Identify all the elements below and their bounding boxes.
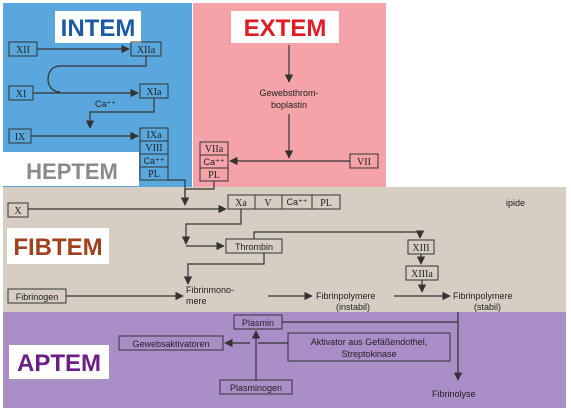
- plasminogen-text: Plasminogen: [230, 383, 282, 393]
- ca-intrinsic-1: Ca⁺⁺: [95, 99, 116, 109]
- tissue-factor-2: boplastin: [271, 100, 307, 110]
- ixa-text: IXa: [147, 130, 163, 141]
- xa-text: Xa: [235, 198, 247, 209]
- aktivator-box: [287, 332, 451, 362]
- x-box: [7, 202, 29, 218]
- viia-text: VIIa: [205, 144, 224, 155]
- xiia-text: XIIa: [137, 45, 156, 56]
- fibtem-label: FIBTEM: [13, 234, 102, 261]
- tissue-factor-1: Gewebsthrom-: [259, 88, 318, 98]
- ca-intrinsic-2: Ca⁺⁺: [143, 156, 164, 166]
- ca-common-text: Ca⁺⁺: [286, 197, 307, 207]
- fibrinpolymere-stabil-1: Fibrinpolymere: [453, 291, 513, 301]
- plasmin-text: Plasmin: [242, 318, 274, 328]
- gewebsaktivatoren-box: [118, 335, 224, 351]
- heptem-label: HEPTEM: [26, 159, 118, 184]
- x-text: X: [14, 206, 22, 217]
- pl-common-text: PL: [320, 198, 332, 209]
- fibrinogen-text: Fibrinogen: [16, 292, 59, 302]
- pl-common-box: [311, 194, 341, 210]
- intem-label-bg: [55, 11, 141, 43]
- heptem-label-bg: [3, 152, 139, 186]
- pl-extrinsic-text: PL: [208, 170, 220, 181]
- fibrinmonomere-1: Fibrinmono-: [186, 285, 234, 295]
- extem-label-bg: [231, 11, 339, 43]
- extem-label: EXTEM: [244, 15, 327, 42]
- aptem-label: APTEM: [17, 350, 101, 377]
- fibrinpolymere-instabil-2: (instabil): [336, 302, 370, 312]
- aktivator-2: Streptokinase: [341, 349, 396, 359]
- extrinsic-to-xa: [185, 181, 215, 190]
- plasminogen-box: [219, 379, 293, 395]
- fibtem-label-bg: [7, 228, 109, 264]
- vii-text: VII: [357, 157, 371, 168]
- intem-label: INTEM: [61, 15, 136, 42]
- gewebsaktivatoren-text: Gewebsaktivatoren: [132, 339, 209, 349]
- xiiia-text: XIIIa: [411, 269, 433, 280]
- xa-to-thrombin-arrow: [181, 209, 242, 245]
- xiii-text: XIII: [412, 243, 429, 254]
- thrombin-to-xiii-arrow: [253, 230, 425, 239]
- ipide-text: ipide: [506, 198, 525, 208]
- xi-text: XI: [16, 89, 27, 100]
- thrombin-text: Thrombin: [235, 242, 273, 252]
- pl-intrinsic-text: PL: [148, 169, 160, 180]
- aktivator-1: Aktivator aus Gefäßendothel,: [311, 337, 428, 347]
- xiia-loop: [47, 56, 147, 93]
- xia-text: XIa: [147, 87, 163, 98]
- fibrinmonomere-2: mere: [186, 296, 207, 306]
- fibrinpolymere-stabil-2: (stabil): [474, 302, 501, 312]
- ca-extrinsic-text: Ca⁺⁺: [203, 157, 224, 167]
- xia-down-arrow: [85, 98, 155, 129]
- thrombin-to-fibrin-arrow: [183, 253, 265, 285]
- fibrinpolymere-instabil-1: Fibrinpolymere: [316, 291, 376, 301]
- v-text: V: [264, 198, 272, 209]
- aptem-label-bg: [9, 345, 109, 379]
- xii-text: XII: [16, 45, 30, 56]
- viii-text: VIII: [145, 143, 162, 154]
- ix-text: IX: [15, 132, 26, 143]
- fibrinolyse-text: Fibrinolyse: [432, 389, 476, 399]
- pl-intrinsic-box: [139, 166, 169, 181]
